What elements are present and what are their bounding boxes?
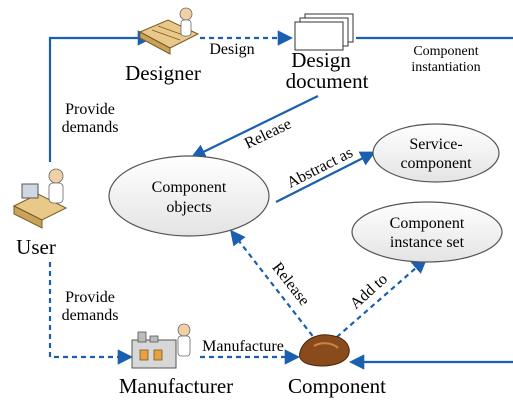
component-objects-label-2: objects: [166, 199, 211, 216]
edge-label-instantiation-2: instantiation: [411, 60, 480, 75]
node-component-objects: Component objects: [108, 155, 270, 237]
edge-label-provide-demands-top-2: demands: [62, 119, 119, 136]
user-computer-icon: [12, 168, 68, 229]
edge-component-to-instanceset: [329, 257, 428, 344]
manufacturer-label: Manufacturer: [119, 374, 233, 398]
edge-label-provide-demands-bottom-1: Provide: [65, 289, 115, 306]
edge-user-to-manufacturer: [48, 262, 134, 365]
node-component-instance-set: Component instance set: [351, 201, 503, 263]
edge-label-design: Design: [209, 41, 254, 58]
component-piece-icon: [299, 334, 350, 367]
edge-label-manufacture: Manufacture: [202, 338, 284, 355]
edge-document-to-objects: [190, 95, 319, 159]
edge-label-provide-demands-bottom-2: demands: [62, 307, 119, 324]
component-objects-label-1: Component: [152, 179, 227, 196]
node-service-component: Service- component: [372, 123, 500, 183]
edge-label-add-to: Add to: [347, 271, 391, 313]
edge-objects-to-service: [275, 151, 376, 203]
design-document-label-1: Design: [291, 48, 351, 72]
document-stack-icon: [294, 13, 354, 51]
component-label: Component: [288, 374, 386, 398]
design-document-label-2: document: [286, 69, 369, 93]
designer-label: Designer: [125, 61, 201, 85]
instance-set-label-1: Component: [390, 215, 465, 232]
service-component-label-2: component: [400, 155, 472, 172]
factory-worker-icon: [131, 323, 191, 369]
edge-label-release-bottom: Release: [269, 259, 313, 309]
user-label: User: [16, 235, 56, 259]
service-component-label-1: Service-: [409, 136, 462, 153]
edge-label-instantiation-1: Component: [413, 44, 478, 59]
edge-label-provide-demands-top-1: Provide: [65, 101, 115, 118]
edge-component-to-objects: [230, 229, 319, 344]
instance-set-label-2: instance set: [390, 234, 465, 251]
edge-user-to-designer: [48, 30, 154, 162]
designer-person-icon: [138, 7, 200, 55]
